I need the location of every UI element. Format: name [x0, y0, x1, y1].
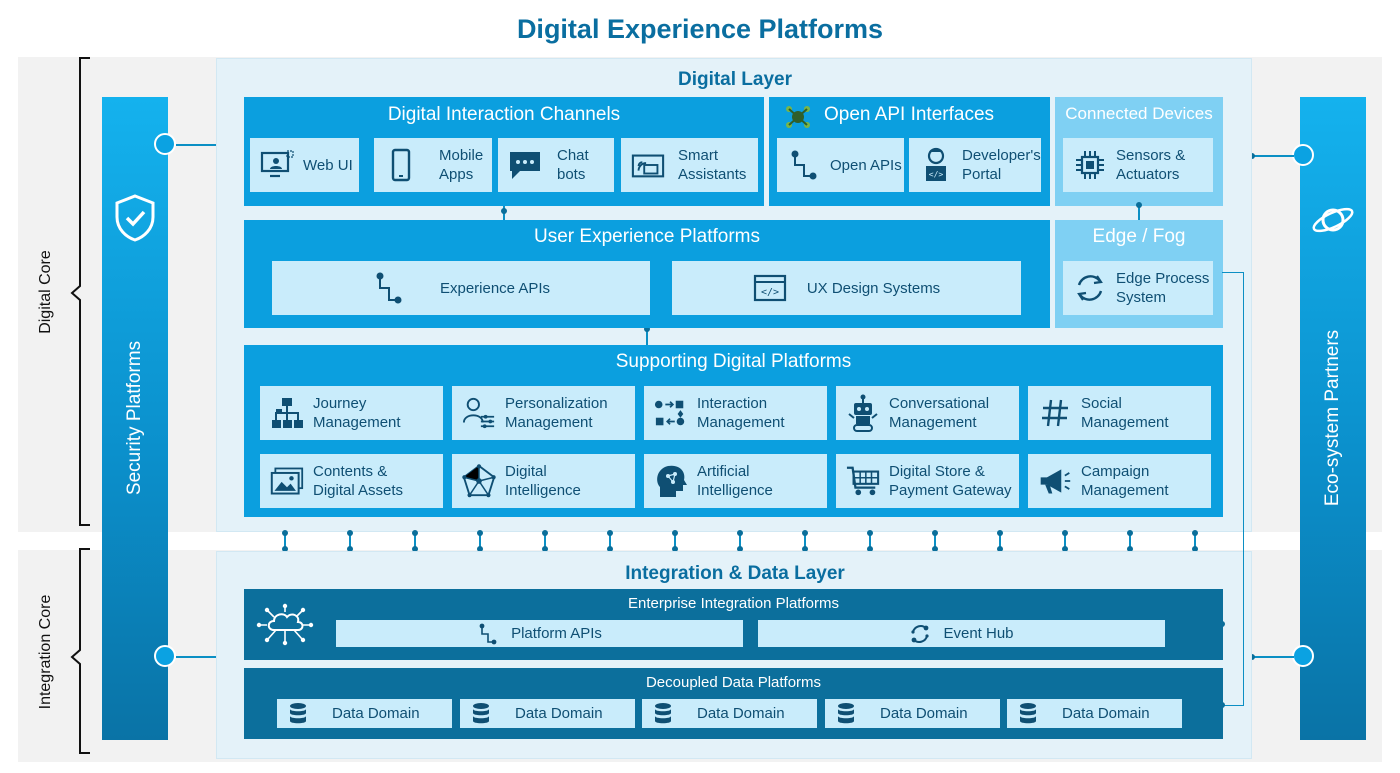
cart-icon [846, 464, 880, 498]
edge-connector-line [1222, 272, 1244, 706]
api-flow-icon [787, 148, 821, 182]
mobile-icon [384, 148, 418, 182]
supporting-card[interactable]: Personalization Management [452, 386, 635, 440]
smart-assistant-icon [631, 148, 665, 182]
connector-ring [154, 133, 176, 155]
robot-icon [846, 394, 880, 432]
database-icon [1017, 702, 1039, 726]
open-api-title: Open API Interfaces [823, 104, 995, 125]
interaction-icon [654, 396, 688, 430]
ux-card[interactable]: </> UX Design Systems [672, 261, 1021, 315]
enterprise-card[interactable]: Event Hub [758, 620, 1165, 647]
supporting-card[interactable]: Campaign Management [1028, 454, 1211, 508]
channel-card[interactable]: Chat bots [498, 138, 614, 192]
hashtag-icon [1038, 396, 1072, 430]
supporting-card[interactable]: Interaction Management [644, 386, 827, 440]
database-icon [287, 702, 309, 726]
interaction-channels-panel: Digital Interaction Channels Web UI Mobi… [244, 97, 764, 206]
hierarchy-icon [270, 396, 304, 430]
ai-head-icon [654, 464, 688, 498]
chip-icon [1073, 148, 1107, 182]
channel-card[interactable]: Web UI [250, 138, 359, 192]
edge-fog-title: Edge / Fog [1092, 226, 1186, 247]
person-settings-icon [462, 396, 496, 430]
supporting-platforms-panel: Supporting Digital Platforms Journey Man… [244, 345, 1223, 517]
data-domain-card[interactable]: Data Domain [460, 699, 635, 728]
open-api-card[interactable]: </> Developer's Portal [909, 138, 1041, 192]
enterprise-integration-title: Enterprise Integration Platforms [628, 595, 839, 612]
connector-ring [154, 645, 176, 667]
enterprise-integration-panel: Enterprise Integration Platforms Platfor… [244, 589, 1223, 660]
connected-devices-panel: Connected Devices Sensors & Actuators [1055, 97, 1223, 206]
edge-card[interactable]: Edge Process System [1063, 261, 1213, 315]
decoupled-data-title: Decoupled Data Platforms [645, 674, 822, 691]
supporting-card[interactable]: Social Management [1028, 386, 1211, 440]
digital-layer-title: Digital Layer [677, 69, 793, 90]
data-domain-card[interactable]: Data Domain [277, 699, 452, 728]
chat-icon [508, 148, 542, 182]
svg-text:</>: </> [761, 287, 779, 298]
data-domain-card[interactable]: Data Domain [642, 699, 817, 728]
database-icon [652, 702, 674, 726]
data-domain-card[interactable]: Data Domain [1007, 699, 1182, 728]
svg-text:</>: </> [929, 170, 944, 179]
supporting-platforms-title: Supporting Digital Platforms [615, 351, 852, 372]
developer-icon: </> [919, 147, 953, 182]
connected-devices-title: Connected Devices [1065, 104, 1213, 123]
channel-card[interactable]: Smart Assistants [621, 138, 758, 192]
supporting-card[interactable]: Conversational Management [836, 386, 1019, 440]
ux-platforms-panel: User Experience Platforms Experience API… [244, 220, 1050, 328]
database-icon [470, 702, 492, 726]
api-flow-icon [372, 271, 406, 305]
network-icon [462, 464, 496, 498]
shield-icon [111, 193, 159, 243]
event-hub-icon [909, 623, 931, 645]
cycle-icon [1073, 271, 1107, 305]
device-card[interactable]: Sensors & Actuators [1063, 138, 1213, 192]
ecosystem-partners-bar: Eco-system Partners [1300, 97, 1366, 740]
decoupled-data-panel: Decoupled Data Platforms Data Domain Dat… [244, 668, 1223, 739]
api-flow-icon [477, 623, 499, 645]
edge-fog-panel: Edge / Fog Edge Process System [1055, 220, 1223, 328]
web-ui-icon [260, 148, 294, 182]
code-window-icon: </> [753, 271, 787, 305]
ux-card[interactable]: Experience APIs [272, 261, 650, 315]
supporting-card[interactable]: Journey Management [260, 386, 443, 440]
core-brackets [70, 57, 90, 754]
supporting-card[interactable]: Digital Store & Payment Gateway [836, 454, 1019, 508]
megaphone-icon [1038, 464, 1072, 498]
security-platforms-bar: Security Platforms [102, 97, 168, 740]
enterprise-card[interactable]: Platform APIs [336, 620, 743, 647]
cloud-network-icon [256, 603, 314, 647]
supporting-card[interactable]: Artificial Intelligence [644, 454, 827, 508]
open-api-card[interactable]: Open APIs [777, 138, 904, 192]
supporting-card[interactable]: Digital Intelligence [452, 454, 635, 508]
channel-card[interactable]: Mobile Apps [374, 138, 492, 192]
page-title: Digital Experience Platforms [516, 14, 884, 44]
planet-icon [1309, 200, 1357, 240]
integration-layer-title: Integration & Data Layer [625, 563, 845, 584]
open-api-panel: Open API Interfaces Open APIs </> Develo… [769, 97, 1050, 206]
interaction-channels-title: Digital Interaction Channels [387, 104, 621, 125]
ux-platforms-title: User Experience Platforms [534, 226, 760, 247]
data-domain-card[interactable]: Data Domain [825, 699, 1000, 728]
images-icon [270, 464, 304, 498]
supporting-card[interactable]: Contents & Digital Assets [260, 454, 443, 508]
database-icon [835, 702, 857, 726]
api-network-icon [785, 104, 811, 130]
